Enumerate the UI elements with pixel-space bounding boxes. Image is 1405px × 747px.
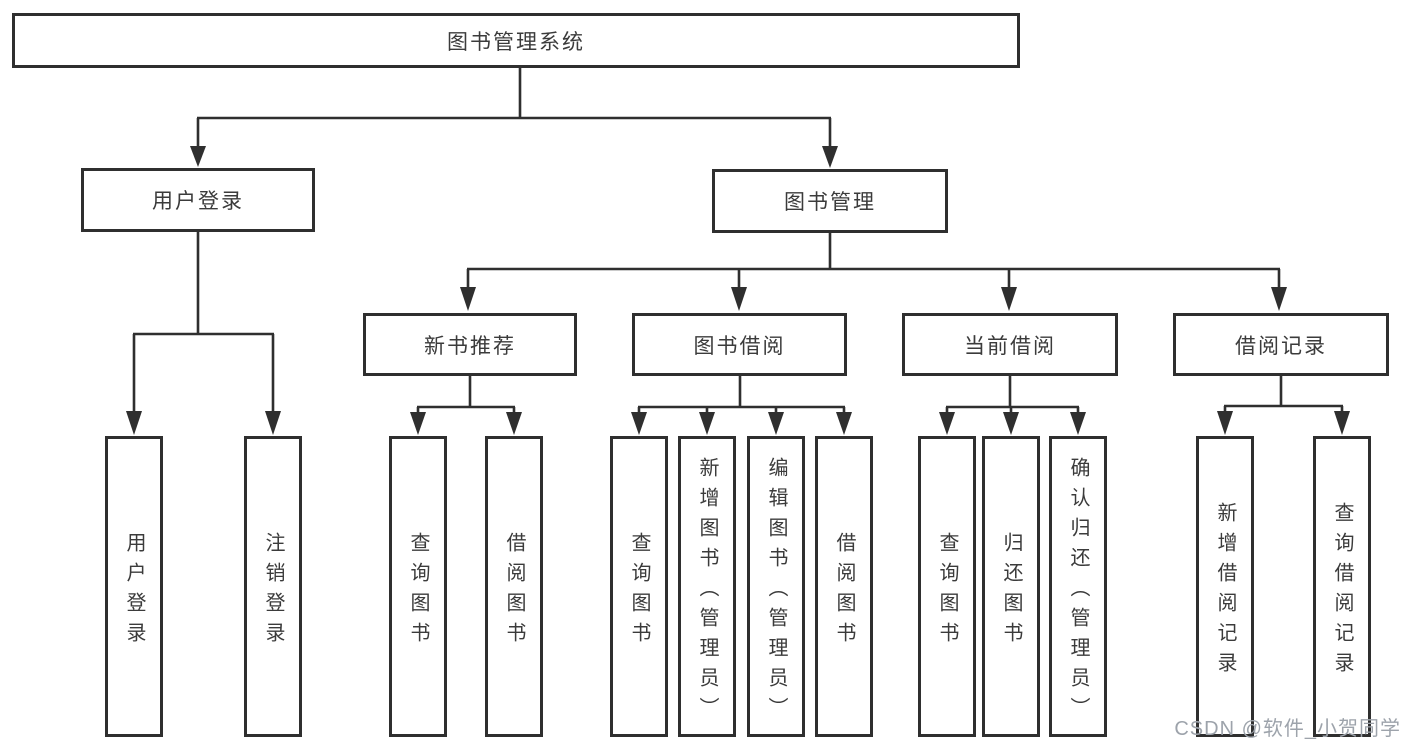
- line: [196, 68, 832, 148]
- leaf-query-book-current-label: 查询图书: [936, 531, 958, 652]
- node-root: 图书管理系统: [12, 13, 1020, 68]
- arrowhead: [410, 412, 426, 435]
- connector-root-to-level1: [190, 68, 838, 168]
- arrowhead: [1070, 412, 1086, 435]
- line: [416, 376, 516, 414]
- leaf-query-book-borrow-label: 查询图书: [628, 531, 650, 652]
- leaf-borrow-book-label: 借阅图书: [833, 531, 855, 652]
- leaf-query-book-recommend: 查询图书: [389, 436, 447, 737]
- leaf-query-book-borrow: 查询图书: [610, 436, 668, 737]
- watermark: CSDN @软件_小贺同学: [1174, 718, 1401, 740]
- arrowhead: [265, 411, 281, 435]
- leaf-query-borrow-record: 查询借阅记录: [1313, 436, 1371, 737]
- node-borrow-record-label: 借阅记录: [1235, 334, 1327, 358]
- arrowhead: [699, 412, 715, 435]
- leaf-query-book-current: 查询图书: [918, 436, 976, 737]
- arrowhead: [1003, 412, 1019, 435]
- leaf-add-borrow-record: 新增借阅记录: [1196, 436, 1254, 737]
- arrowhead: [1001, 287, 1017, 311]
- leaf-return-book: 归还图书: [982, 436, 1040, 737]
- connector-current-borrow-to-leaves: [939, 376, 1086, 435]
- node-book-management: 图书管理: [712, 169, 948, 233]
- line: [637, 376, 846, 414]
- line: [1223, 376, 1344, 413]
- line: [945, 376, 1080, 414]
- node-borrow-record: 借阅记录: [1173, 313, 1389, 376]
- arrowhead: [460, 287, 476, 311]
- leaf-add-borrow-record-label: 新增借阅记录: [1214, 501, 1236, 682]
- leaf-user-login-label: 用户登录: [123, 531, 145, 652]
- node-current-borrow: 当前借阅: [902, 313, 1118, 376]
- leaf-return-book-label: 归还图书: [1000, 531, 1022, 652]
- leaf-add-book-admin: 新增图书（管理员）: [678, 436, 736, 737]
- arrowhead: [506, 412, 522, 435]
- arrowhead: [731, 287, 747, 311]
- arrowhead: [1217, 411, 1233, 435]
- line: [466, 233, 1281, 289]
- leaf-query-book-recommend-label: 查询图书: [407, 531, 429, 652]
- node-book-borrow-label: 图书借阅: [693, 334, 786, 358]
- arrowhead: [631, 412, 647, 435]
- arrowhead: [768, 412, 784, 435]
- leaf-add-book-admin-label: 新增图书（管理员）: [696, 456, 718, 727]
- node-book-borrow: 图书借阅: [632, 313, 847, 376]
- arrowhead: [190, 146, 206, 167]
- arrowhead: [836, 412, 852, 435]
- arrowhead: [1271, 287, 1287, 311]
- node-root-label: 图书管理系统: [447, 30, 585, 54]
- leaf-user-login: 用户登录: [105, 436, 163, 737]
- arrowhead: [126, 411, 142, 435]
- leaf-borrow-book-recommend: 借阅图书: [485, 436, 543, 737]
- arrowhead: [822, 146, 838, 168]
- node-current-borrow-label: 当前借阅: [964, 334, 1056, 358]
- leaf-logout-label: 注销登录: [262, 531, 284, 652]
- node-book-management-label: 图书管理: [784, 191, 876, 214]
- leaf-logout: 注销登录: [244, 436, 302, 737]
- leaf-borrow-book: 借阅图书: [815, 436, 873, 737]
- node-new-book-recommend: 新书推荐: [363, 313, 577, 376]
- leaf-edit-book-admin-label: 编辑图书（管理员）: [765, 456, 787, 727]
- connector-book-management-to-level2: [460, 233, 1287, 311]
- leaf-query-borrow-record-label: 查询借阅记录: [1331, 501, 1353, 682]
- connector-new-book-to-leaves: [410, 376, 522, 435]
- arrowhead: [1334, 411, 1350, 435]
- leaf-edit-book-admin: 编辑图书（管理员）: [747, 436, 805, 737]
- leaf-confirm-return-admin-label: 确认归还（管理员）: [1067, 456, 1089, 727]
- leaf-confirm-return-admin: 确认归还（管理员）: [1049, 436, 1107, 737]
- line: [132, 232, 275, 413]
- arrowhead: [939, 412, 955, 435]
- connector-user-login-to-leaves: [126, 232, 281, 435]
- node-user-login-label: 用户登录: [152, 190, 244, 213]
- leaf-borrow-book-recommend-label: 借阅图书: [503, 531, 525, 652]
- connector-borrow-record-to-leaves: [1217, 376, 1350, 435]
- node-user-login: 用户登录: [81, 168, 315, 232]
- node-new-book-recommend-label: 新书推荐: [424, 334, 516, 358]
- connector-book-borrow-to-leaves: [631, 376, 852, 435]
